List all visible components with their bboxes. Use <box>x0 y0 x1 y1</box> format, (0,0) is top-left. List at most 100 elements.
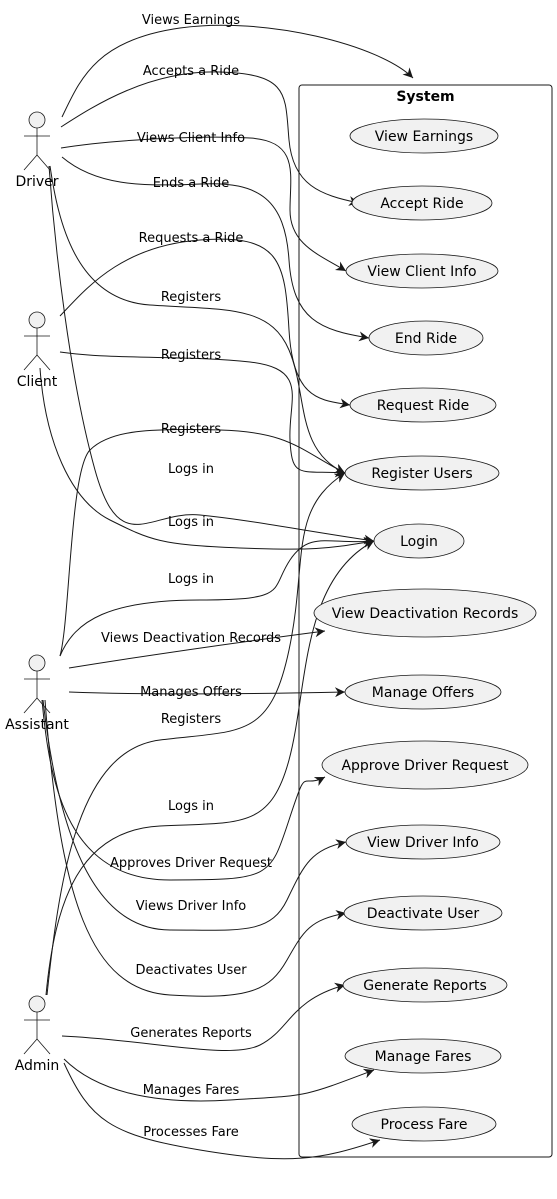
use-case-end-ride: End Ride <box>368 320 484 356</box>
use-case-label: Approve Driver Request <box>341 758 509 774</box>
actor-left-leg <box>23 354 38 371</box>
use-case-accept-ride: Accept Ride <box>351 185 493 221</box>
use-case-ellipse <box>344 674 502 710</box>
use-case-ellipse <box>349 118 499 154</box>
actor-left-leg <box>23 697 38 714</box>
association-assistant-approve_driver_request <box>41 699 326 881</box>
edge-label-client-register_users: Registers <box>161 348 222 363</box>
association-driver-end_ride <box>61 156 370 342</box>
use-case-label: Generate Reports <box>363 978 487 994</box>
use-case-request-ride: Request Ride <box>349 387 497 423</box>
actor-right-leg <box>36 354 51 371</box>
use-case-ellipse <box>345 253 499 289</box>
use-case-manage-offers: Manage Offers <box>344 674 502 710</box>
actor-head <box>28 654 46 672</box>
edge-label-assistant-login: Logs in <box>168 572 214 587</box>
edge-label-driver-view_earnings: Views Earnings <box>142 13 240 28</box>
association-driver-register_users <box>49 165 346 474</box>
use-case-label: View Earnings <box>375 129 473 145</box>
edge-label-driver-accept_ride: Accepts a Ride <box>143 64 239 79</box>
use-case-ellipse <box>313 588 537 638</box>
association-client-login <box>39 367 375 550</box>
use-case-label: End Ride <box>395 331 457 347</box>
association-admin-register_users <box>46 472 346 996</box>
use-case-label: Deactivate User <box>367 906 480 922</box>
use-case-view-earnings: View Earnings <box>349 118 499 154</box>
association-admin-login <box>45 540 375 996</box>
use-case-ellipse <box>349 387 497 423</box>
edge-label-assistant-view_deactivation_records: Views Deactivation Records <box>101 631 281 646</box>
association-driver-login <box>48 165 375 545</box>
use-case-ellipse <box>342 967 508 1003</box>
actor-label: Admin <box>15 1058 60 1074</box>
association-driver-view_earnings <box>61 24 414 118</box>
use-case-ellipse <box>345 824 501 860</box>
actor-label: Client <box>17 374 58 390</box>
edge-label-client-request_ride: Requests a Ride <box>139 231 244 246</box>
association-assistant-deactivate_user <box>44 699 347 997</box>
edge-label-driver-view_client_info: Views Client Info <box>137 131 245 146</box>
association-driver-view_client_info <box>60 136 347 272</box>
edge-label-driver-register_users: Registers <box>161 290 222 305</box>
use-case-label: Manage Offers <box>372 685 474 701</box>
use-case-deactivate-user: Deactivate User <box>343 895 503 931</box>
actor-head <box>28 111 46 129</box>
use-case-view-deactivation-records: View Deactivation Records <box>313 588 537 638</box>
edge-label-assistant-manage_offers: Manages Offers <box>140 685 242 700</box>
edge-label-driver-end_ride: Ends a Ride <box>153 176 230 191</box>
system-boundary-title: System <box>396 89 454 105</box>
use-case-ellipse <box>321 740 529 790</box>
use-case-ellipse <box>368 320 484 356</box>
actor-right-leg <box>36 1038 51 1055</box>
edge-label-admin-register_users: Registers <box>161 712 222 727</box>
actor-label: Assistant <box>5 717 69 733</box>
use-case-label: Accept Ride <box>380 196 463 212</box>
association-assistant-login <box>59 536 375 657</box>
association-admin-manage_fares <box>63 1058 375 1102</box>
actor-right-leg <box>36 697 51 714</box>
use-case-label: View Driver Info <box>367 835 479 851</box>
edge-label-assistant-approve_driver_request: Approves Driver Request <box>110 856 272 871</box>
use-case-label: Login <box>400 534 438 550</box>
use-case-generate-reports: Generate Reports <box>342 967 508 1003</box>
edge-label-assistant-register_users: Registers <box>161 422 222 437</box>
association-client-request_ride <box>59 238 351 409</box>
use-case-label: Manage Fares <box>375 1049 472 1065</box>
use-case-label: Register Users <box>371 466 472 482</box>
association-lines <box>39 24 414 1160</box>
actor-left-leg <box>23 154 38 171</box>
use-case-view-client-info: View Client Info <box>345 253 499 289</box>
association-admin-process_fare <box>63 1062 381 1160</box>
association-assistant-view_driver_info <box>42 699 347 931</box>
use-case-ellipse <box>343 895 503 931</box>
edge-label-assistant-deactivate_user: Deactivates User <box>135 963 247 978</box>
actor-label: Driver <box>15 174 58 190</box>
use-case-label: View Deactivation Records <box>332 606 519 622</box>
use-case-view-driver-info: View Driver Info <box>345 824 501 860</box>
use-case-register-users: Register Users <box>344 455 500 491</box>
use-case-ellipse <box>351 1106 497 1142</box>
edge-label-client-login: Logs in <box>168 515 214 530</box>
use-case-ellipse <box>344 455 500 491</box>
edge-label-admin-manage_fares: Manages Fares <box>143 1083 240 1098</box>
use-case-manage-fares: Manage Fares <box>344 1038 502 1074</box>
use-case-ellipse <box>344 1038 502 1074</box>
actor-left-leg <box>23 1038 38 1055</box>
use-case-label: Process Fare <box>381 1117 468 1133</box>
edge-label-driver-login: Logs in <box>168 462 214 477</box>
edge-label-admin-generate_reports: Generates Reports <box>130 1026 252 1041</box>
actor-assistant: Assistant <box>5 654 69 733</box>
use-case-approve-driver-request: Approve Driver Request <box>321 740 529 790</box>
association-client-register_users <box>59 351 346 478</box>
use-case-ellipse <box>373 523 465 559</box>
association-admin-generate_reports <box>61 982 346 1052</box>
use-case-login: Login <box>373 523 465 559</box>
use-case-label: View Client Info <box>367 264 476 280</box>
association-assistant-view_deactivation_records <box>68 627 326 669</box>
edge-label-assistant-view_driver_info: Views Driver Info <box>136 899 247 914</box>
